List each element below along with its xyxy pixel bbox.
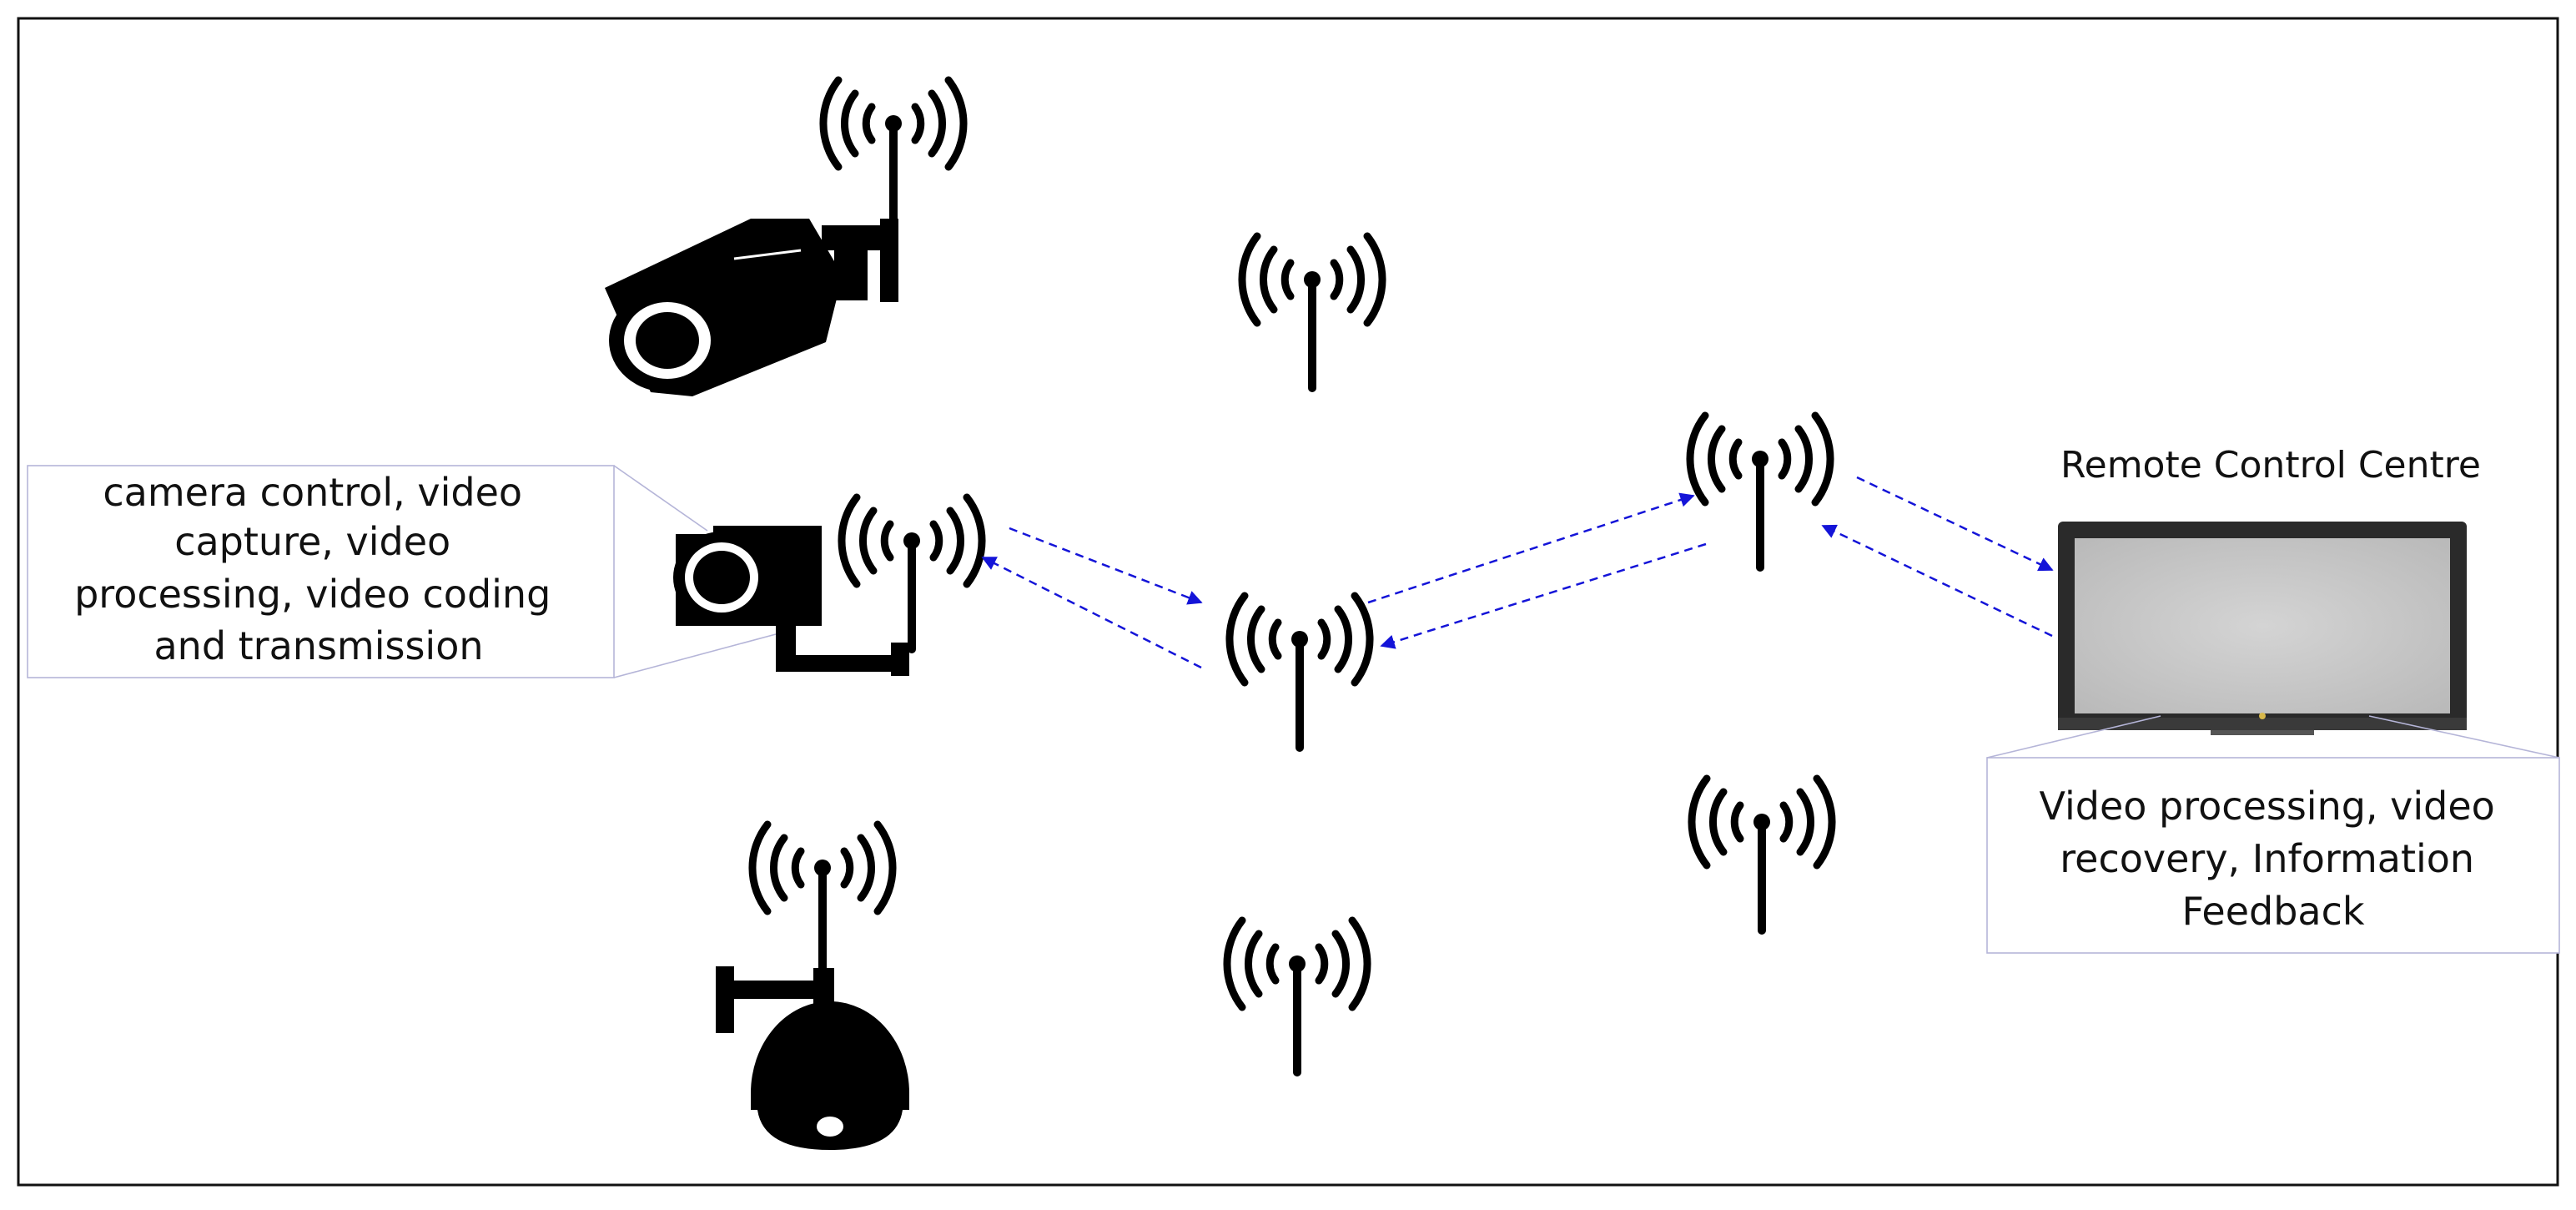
bullet-camera-icon (605, 219, 898, 396)
antenna-icon (823, 80, 963, 232)
camera-callout-line: capture, video (174, 519, 450, 564)
centre-callout-line: Feedback (2181, 889, 2364, 934)
link-arrow (981, 556, 1202, 669)
antenna-icon (752, 824, 893, 976)
monitor-icon (2058, 522, 2467, 735)
antenna-icon (842, 497, 982, 649)
antenna-icon (1230, 596, 1370, 748)
centre-callout-line: recovery, Information (2060, 836, 2474, 881)
link-arrow (1367, 492, 1695, 604)
antenna-icon (1227, 920, 1367, 1072)
link-arrow (1821, 524, 2053, 638)
camera-callout-line: and transmission (153, 623, 483, 668)
antenna-icon (1690, 416, 1830, 567)
camera-callout: camera control, video capture, video pro… (27, 465, 777, 678)
link-arrow (1380, 542, 1707, 649)
box-camera-icon (673, 526, 909, 676)
camera-callout-line: camera control, video (103, 470, 522, 515)
antenna-icon (1242, 236, 1382, 388)
link-arrow (1856, 476, 2054, 572)
camera-callout-line: processing, video coding (74, 572, 551, 617)
link-arrow (1009, 527, 1203, 605)
control-centre-title: Remote Control Centre (2060, 444, 2481, 487)
diagram-frame (17, 17, 2559, 1187)
link-arrows (981, 476, 2054, 669)
centre-callout-line: Video processing, video (2040, 784, 2495, 829)
antenna-icon (1692, 779, 1832, 930)
control-centre-callout: Video processing, video recovery, Inform… (1986, 715, 2560, 954)
svg-text:camera control, video ca: camera control, video capture, video pro… (74, 470, 563, 668)
dome-camera-icon (716, 966, 909, 1150)
svg-text:Video processing, video: Video processing, video recovery, Inform… (2040, 784, 2508, 934)
